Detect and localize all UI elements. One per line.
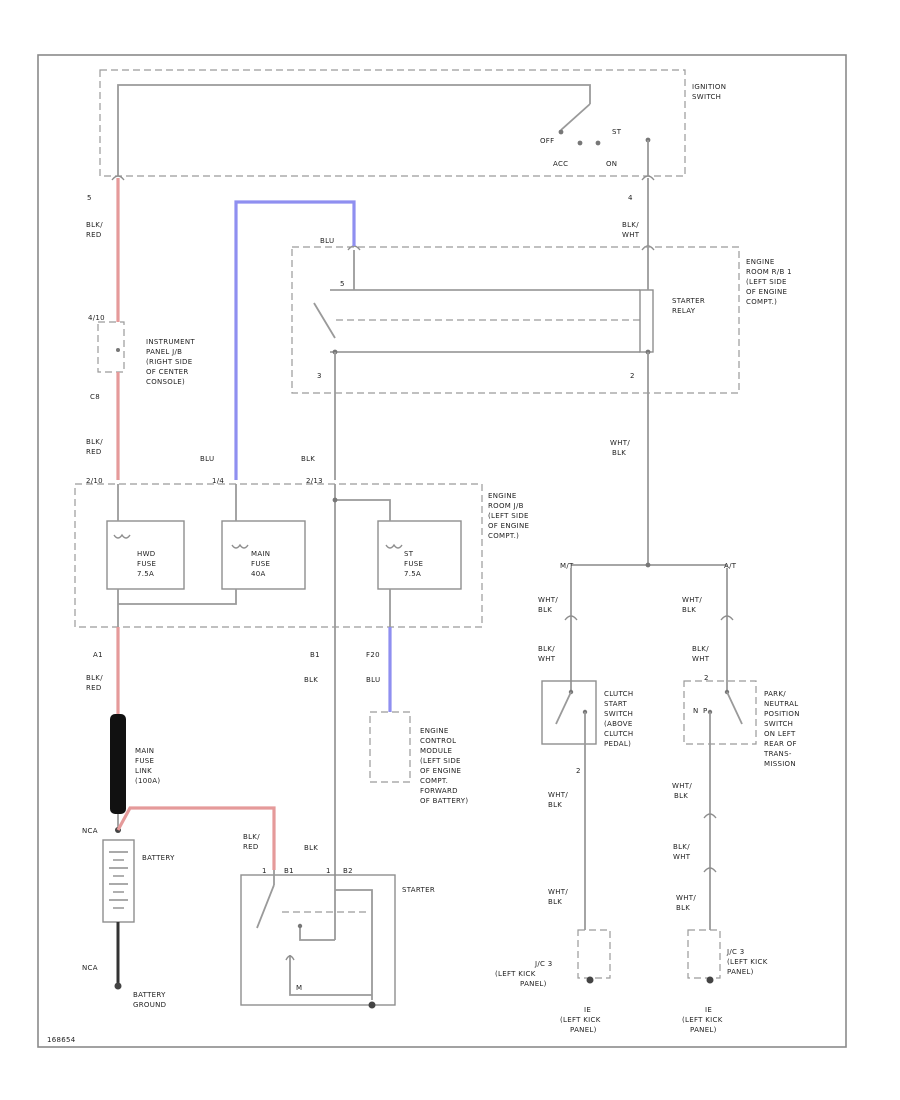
wire-color-wht-blk-3: WHT/ BLK [548,791,571,809]
switch-on-label: ON [606,160,617,168]
battery-ground-node [114,982,122,990]
engine-room-rb1 [291,246,740,394]
ground-a-label: IE (LEFT KICK PANEL) [560,1006,603,1034]
connector-pnp-a [703,813,717,819]
jb-pin-2-10: 2/10 [86,477,103,485]
instrument-panel-jb [97,321,125,480]
wire-color-blk-wht-1: BLK/ WHT [622,221,641,239]
wire-color-blu-top: BLU [320,237,334,245]
battery-label: BATTERY [142,854,175,862]
wire-color-blk-starter: BLK [304,844,318,852]
at-label: A/T [724,562,737,570]
starter-motor-m: M [296,984,302,992]
wire-color-blk-red-4: BLK/ RED [243,833,262,851]
pnp-switch-label: PARK/ NEUTRAL POSITION SWITCH ON LEFT RE… [763,690,802,768]
connector-mt [564,615,578,621]
starter-pin-b1: B1 [284,867,294,875]
wire-color-blk-red-3: BLK/ RED [86,674,105,692]
starter-label: STARTER [402,886,435,894]
wire-color-wht-blk-6: WHT/ BLK [672,782,695,800]
wire-color-wht-blk-1: WHT/ BLK [610,439,633,457]
battery-pos-connector: NCA [82,827,98,835]
connector-b1: B1 [310,651,320,659]
wire-color-blu-mid: BLU [200,455,214,463]
starter-pin-b2: B2 [343,867,353,875]
connector-f20: F20 [366,651,380,659]
main-fuse-link-label: MAIN FUSE LINK (100A) [135,747,160,785]
battery-neg-connector: NCA [82,964,98,972]
relay-pin-3: 3 [317,372,322,380]
clutch-pin-2: 2 [576,767,581,775]
wire-color-blk-wht-2: BLK/ WHT [538,645,557,663]
instrument-jb-pin: 4/10 [88,314,105,322]
switch-off-label: OFF [540,137,554,145]
wire-blk-red-battery-to-starter [116,806,276,870]
starter-pin-1a: 1 [262,867,267,875]
ecm-label: ENGINE CONTROL MODULE (LEFT SIDE OF ENGI… [420,727,468,805]
diagram-id: 168654 [47,1036,76,1044]
jc3-b-label: J/C 3 (LEFT KICK PANEL) [726,948,770,976]
wire-color-blk-wht-3: BLK/ WHT [692,645,711,663]
ignition-switch [99,69,686,177]
engine-room-rb1-label: ENGINE ROOM R/B 1 (LEFT SIDE OF ENGINE C… [746,258,794,306]
ground-b-label: IE (LEFT KICK PANEL) [682,1006,725,1034]
pnp-pin-p: P [703,707,708,715]
battery-ground-label: BATTERY GROUND [133,991,168,1009]
junction-connector-3b [687,929,721,984]
wire-color-blk-wht-4: BLK/ WHT [673,843,692,861]
connector-c8: C8 [90,393,100,401]
wire-color-wht-blk-8: WHT/ BLK [676,894,699,912]
wire-color-blu-ecm: BLU [366,676,380,684]
pnp-pin-n: N [693,707,699,715]
pnp-pin-2: 2 [704,674,709,682]
clutch-start-switch [541,680,597,745]
wire-color-blk-mid: BLK [301,455,315,463]
splice-node [645,562,651,568]
pin-4-label: 4 [628,194,633,202]
wire-blu-relay-to-main-fuse [234,200,356,480]
wire-color-blk-red-1: BLK/ RED [86,221,105,239]
connector-pnp-b [703,867,717,873]
switch-st-label: ST [612,128,622,136]
jc3-a-label: J/C 3 (LEFT KICK PANEL) [495,960,555,988]
starter-pin-1b: 1 [326,867,331,875]
wire-color-wht-blk-7: WHT/ BLK [682,596,705,614]
ignition-switch-label: IGNITION SWITCH [692,83,729,101]
st-fuse-label: ST FUSE 7.5A [404,550,426,578]
connector-markers [111,175,655,251]
clutch-start-switch-label: CLUTCH START SWITCH (ABOVE CLUTCH PEDAL) [604,690,636,748]
mt-label: M/T [560,562,574,570]
starter-relay-switch [313,246,651,355]
wire-color-wht-blk-4: WHT/ BLK [548,888,571,906]
connector-a1: A1 [93,651,103,659]
engine-control-module [369,711,411,783]
instrument-panel-jb-label: INSTRUMENT PANEL J/B (RIGHT SIDE OF CENT… [146,338,198,386]
engine-room-jb-label: ENGINE ROOM J/B (LEFT SIDE OF ENGINE COM… [488,492,532,540]
junction-connector-3a [577,929,611,984]
connector-at [720,615,734,621]
switch-acc-label: ACC [553,160,568,168]
park-neutral-position-switch [683,680,757,745]
wire-color-blk-red-2: BLK/ RED [86,438,105,456]
wire-color-blk-b1: BLK [304,676,318,684]
battery [102,839,135,923]
main-fuse-link [110,714,126,830]
main-fuse-label: MAIN FUSE 40A [251,550,273,578]
relay-pin-2: 2 [630,372,635,380]
hwd-fuse-label: HWD FUSE 7.5A [137,550,159,578]
pin-5-label: 5 [87,194,92,202]
starter-relay-label: STARTER RELAY [672,297,708,315]
diagram-frame [37,54,847,1048]
jb-pin-1-4: 1/4 [212,477,224,485]
relay-pin-5: 5 [340,280,345,288]
engine-room-jb [74,483,483,628]
jb-pin-2-13: 2/13 [306,477,323,485]
wire-color-wht-blk-2: WHT/ BLK [538,596,561,614]
starter [240,870,396,1009]
